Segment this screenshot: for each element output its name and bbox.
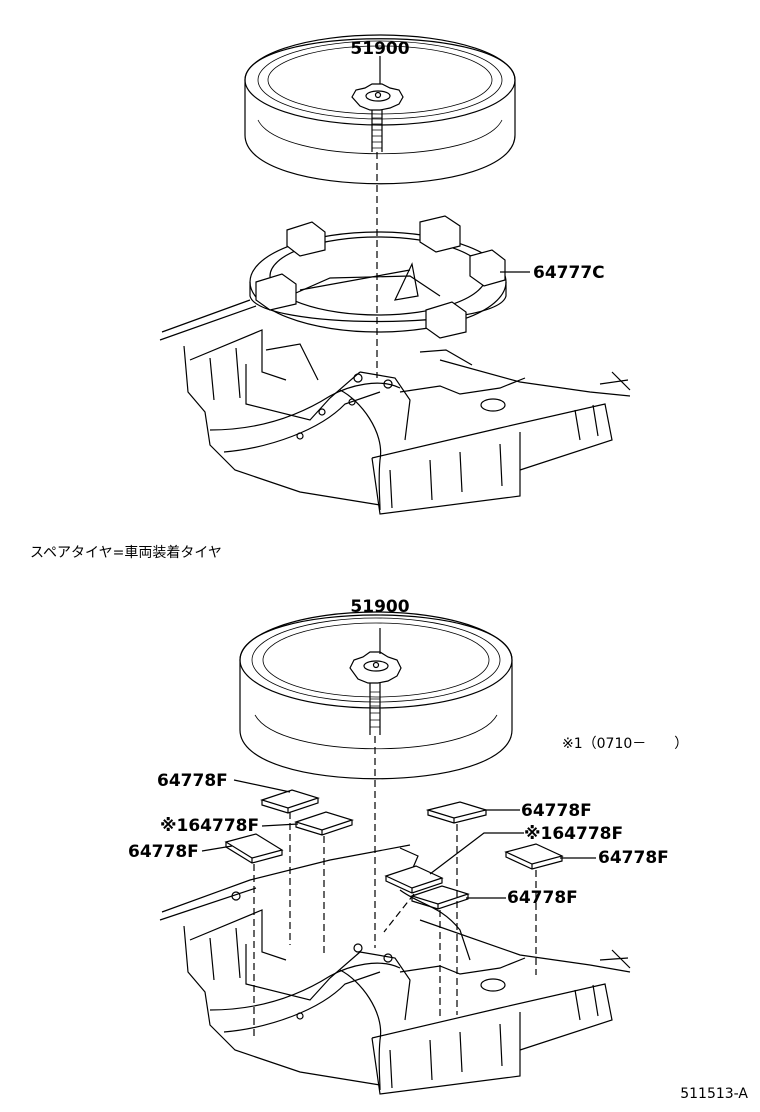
caption-spare-tire-equals-vehicle-tire: スペアタイヤ=車両装着タイヤ (30, 544, 222, 561)
lower-applicability-note: ※1（0710－ ） (562, 736, 688, 752)
upper-tire-part-number: 51900 (350, 39, 409, 59)
label-pad-left-top: 64778F (157, 771, 228, 791)
lower-pad-drop-lines (253, 812, 537, 1040)
lower-tire-part-number: 51900 (350, 597, 409, 617)
lower-cushion-pads (224, 789, 564, 910)
lower-leader-lines (201, 628, 596, 899)
upper-assembly: 51900 64777C (159, 34, 631, 515)
lower-spare-tire (239, 611, 513, 780)
upper-support-part-number: 64777C (533, 263, 605, 283)
upper-floor-pan (159, 299, 631, 515)
label-pad-right-top: 64778F (521, 801, 592, 821)
lower-hold-down-nut (349, 651, 402, 735)
lower-assembly: 51900 ※1（0710－ ） 64778F ※164778F 64778F … (128, 597, 688, 1095)
upper-tire-support (249, 215, 507, 339)
label-pad-right-far: 64778F (598, 848, 669, 868)
lower-floor-pan (159, 844, 631, 1095)
pad-right-top (425, 801, 489, 819)
label-pad-right-bottom: 64778F (507, 888, 578, 908)
pad-left-bottom (224, 833, 284, 859)
label-pad-right-mid: ※164778F (524, 824, 623, 844)
label-pad-left-mid: ※164778F (160, 816, 259, 836)
upper-hold-down-nut (351, 83, 404, 152)
upper-spare-tire (244, 34, 516, 185)
label-pad-left-bottom: 64778F (128, 842, 199, 862)
figure-id: 511513-A (680, 1086, 748, 1102)
